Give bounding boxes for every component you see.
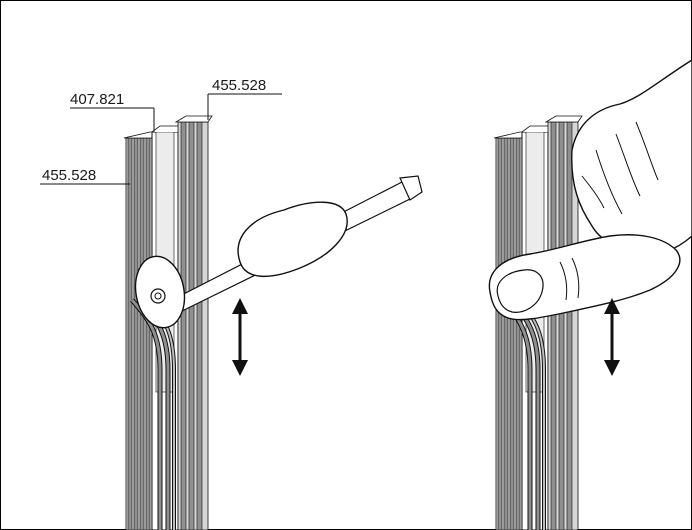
callout-label-left: 455.528 (42, 167, 96, 184)
right-outer-profile (174, 115, 213, 530)
callout-label-middle: 407.821 (70, 91, 124, 108)
hand-icon (488, 59, 692, 321)
right-profile-assembly (488, 59, 692, 530)
left-outer-profile (493, 131, 529, 530)
double-arrow-icon (232, 298, 248, 376)
callout-leaders (40, 93, 282, 185)
callout-label-top-right: 455.528 (212, 77, 266, 94)
double-arrow-icon (604, 298, 620, 376)
screwdriver-icon (134, 175, 423, 329)
left-profile-assembly: 455.528 407.821 455.528 (40, 77, 423, 530)
right-outer-profile (544, 115, 583, 530)
